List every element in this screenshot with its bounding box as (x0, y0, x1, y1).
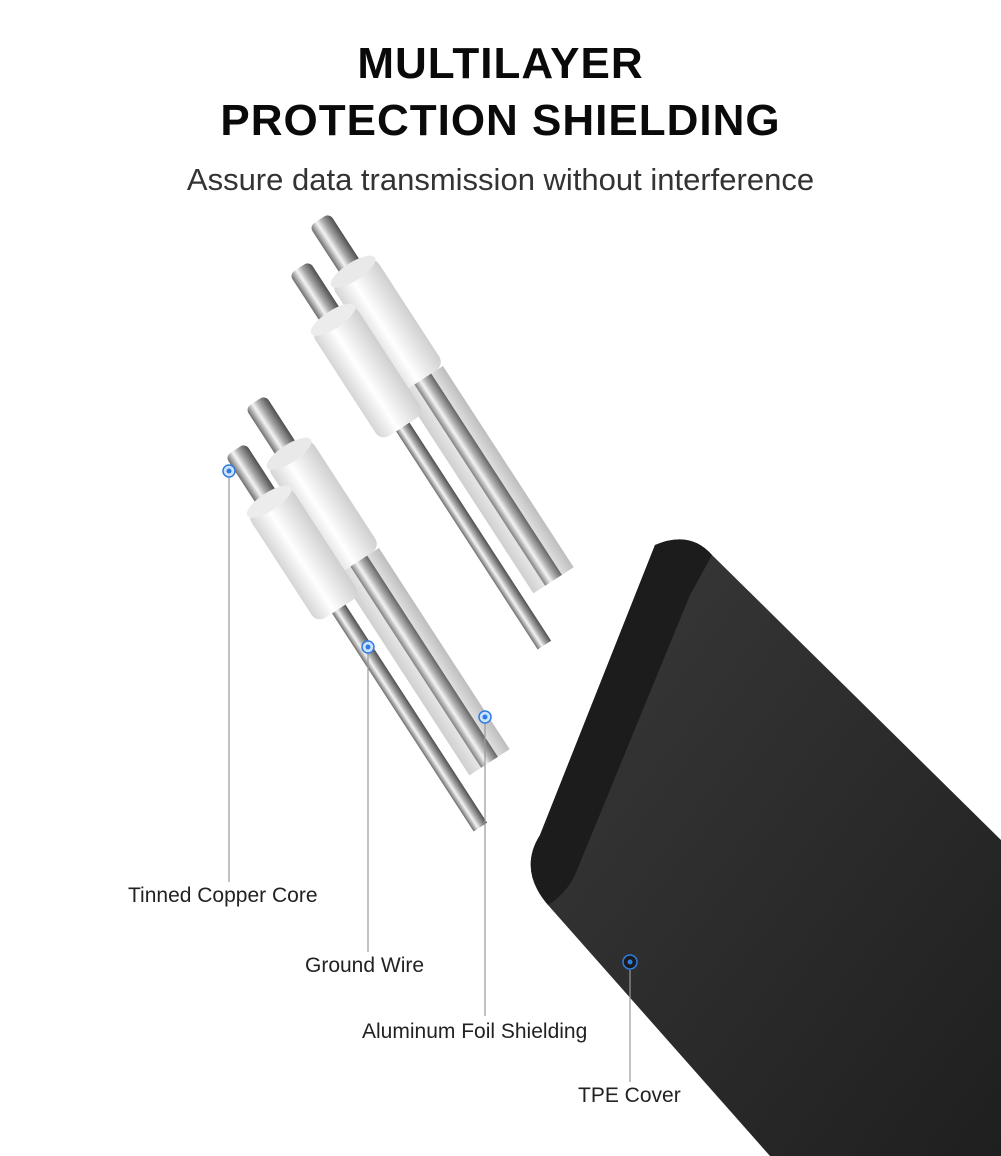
subtitle: Assure data transmission without interfe… (186, 162, 815, 197)
label-aluminum-foil-shielding: Aluminum Foil Shielding (362, 1020, 588, 1043)
tpe-cover-jacket (530, 539, 1001, 1156)
lower-wire-pair-second (227, 445, 488, 832)
upper-wire-pair (311, 215, 574, 594)
label-ground-wire: Ground Wire (305, 954, 425, 977)
lower-wire-pair (247, 397, 510, 776)
marker-cover (622, 954, 638, 970)
leader-lines (228, 472, 631, 1082)
marker-dots (222, 464, 638, 970)
label-tinned-copper-core: Tinned Copper Core (128, 884, 318, 907)
label-tpe-cover: TPE Cover (578, 1084, 681, 1107)
headline-line-2: PROTECTION SHIELDING (220, 96, 781, 145)
marker-ground (361, 640, 375, 654)
marker-foil (478, 710, 492, 724)
marker-core (222, 464, 236, 478)
headline-line-1: MULTILAYER (357, 39, 644, 88)
upper-wire-pair-second (291, 263, 552, 650)
